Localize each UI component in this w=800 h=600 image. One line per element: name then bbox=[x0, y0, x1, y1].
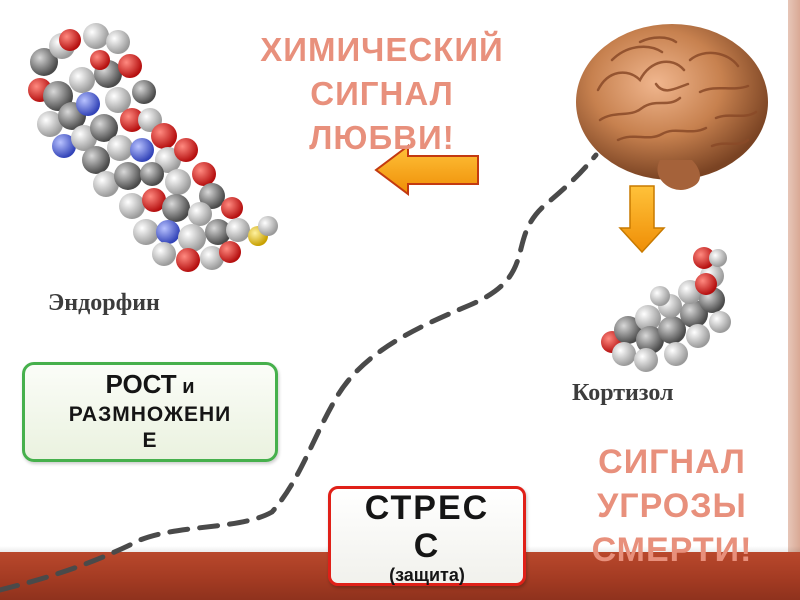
love-signal-text: ХИМИЧЕСКИЙ СИГНАЛ ЛЮБВИ! bbox=[232, 28, 532, 160]
growth-reproduction-box: РОСТ и РАЗМНОЖЕНИ Е bbox=[22, 362, 278, 462]
growth-box-line-2: РАЗМНОЖЕНИ bbox=[68, 403, 232, 426]
stress-box: СТРЕС С (защита) bbox=[328, 486, 526, 586]
down-arrow-icon bbox=[618, 185, 666, 254]
growth-box-line-3: Е bbox=[142, 429, 158, 452]
growth-box-line-1: РОСТ и bbox=[25, 369, 275, 402]
cortisol-label: Кортизол bbox=[572, 380, 674, 406]
death-signal-line-1: СИГНАЛ bbox=[598, 443, 746, 481]
endorphin-molecule-image bbox=[28, 23, 278, 272]
brain-image bbox=[576, 24, 768, 190]
cortisol-molecule-image bbox=[601, 247, 731, 372]
endorphin-label: Эндорфин bbox=[48, 290, 160, 316]
left-arrow-icon bbox=[374, 144, 479, 196]
death-signal-line-2: УГРОЗЫ bbox=[597, 487, 747, 525]
death-signal-text: СИГНАЛ УГРОЗЫ СМЕРТИ! bbox=[572, 440, 772, 572]
love-signal-line-3: ЛЮБВИ! bbox=[309, 119, 455, 156]
decorative-side-strip bbox=[788, 0, 800, 600]
love-signal-line-2: СИГНАЛ bbox=[310, 75, 454, 112]
stress-subtitle: (защита) bbox=[389, 565, 465, 585]
stress-word-line-2: С bbox=[413, 527, 441, 565]
growth-conjunction: и bbox=[176, 376, 195, 398]
love-signal-line-1: ХИМИЧЕСКИЙ bbox=[260, 31, 504, 68]
dashed-path bbox=[0, 152, 599, 593]
death-signal-line-3: СМЕРТИ! bbox=[591, 531, 753, 569]
stress-word-line-1: СТРЕС bbox=[364, 489, 490, 527]
growth-word: РОСТ bbox=[105, 369, 177, 399]
